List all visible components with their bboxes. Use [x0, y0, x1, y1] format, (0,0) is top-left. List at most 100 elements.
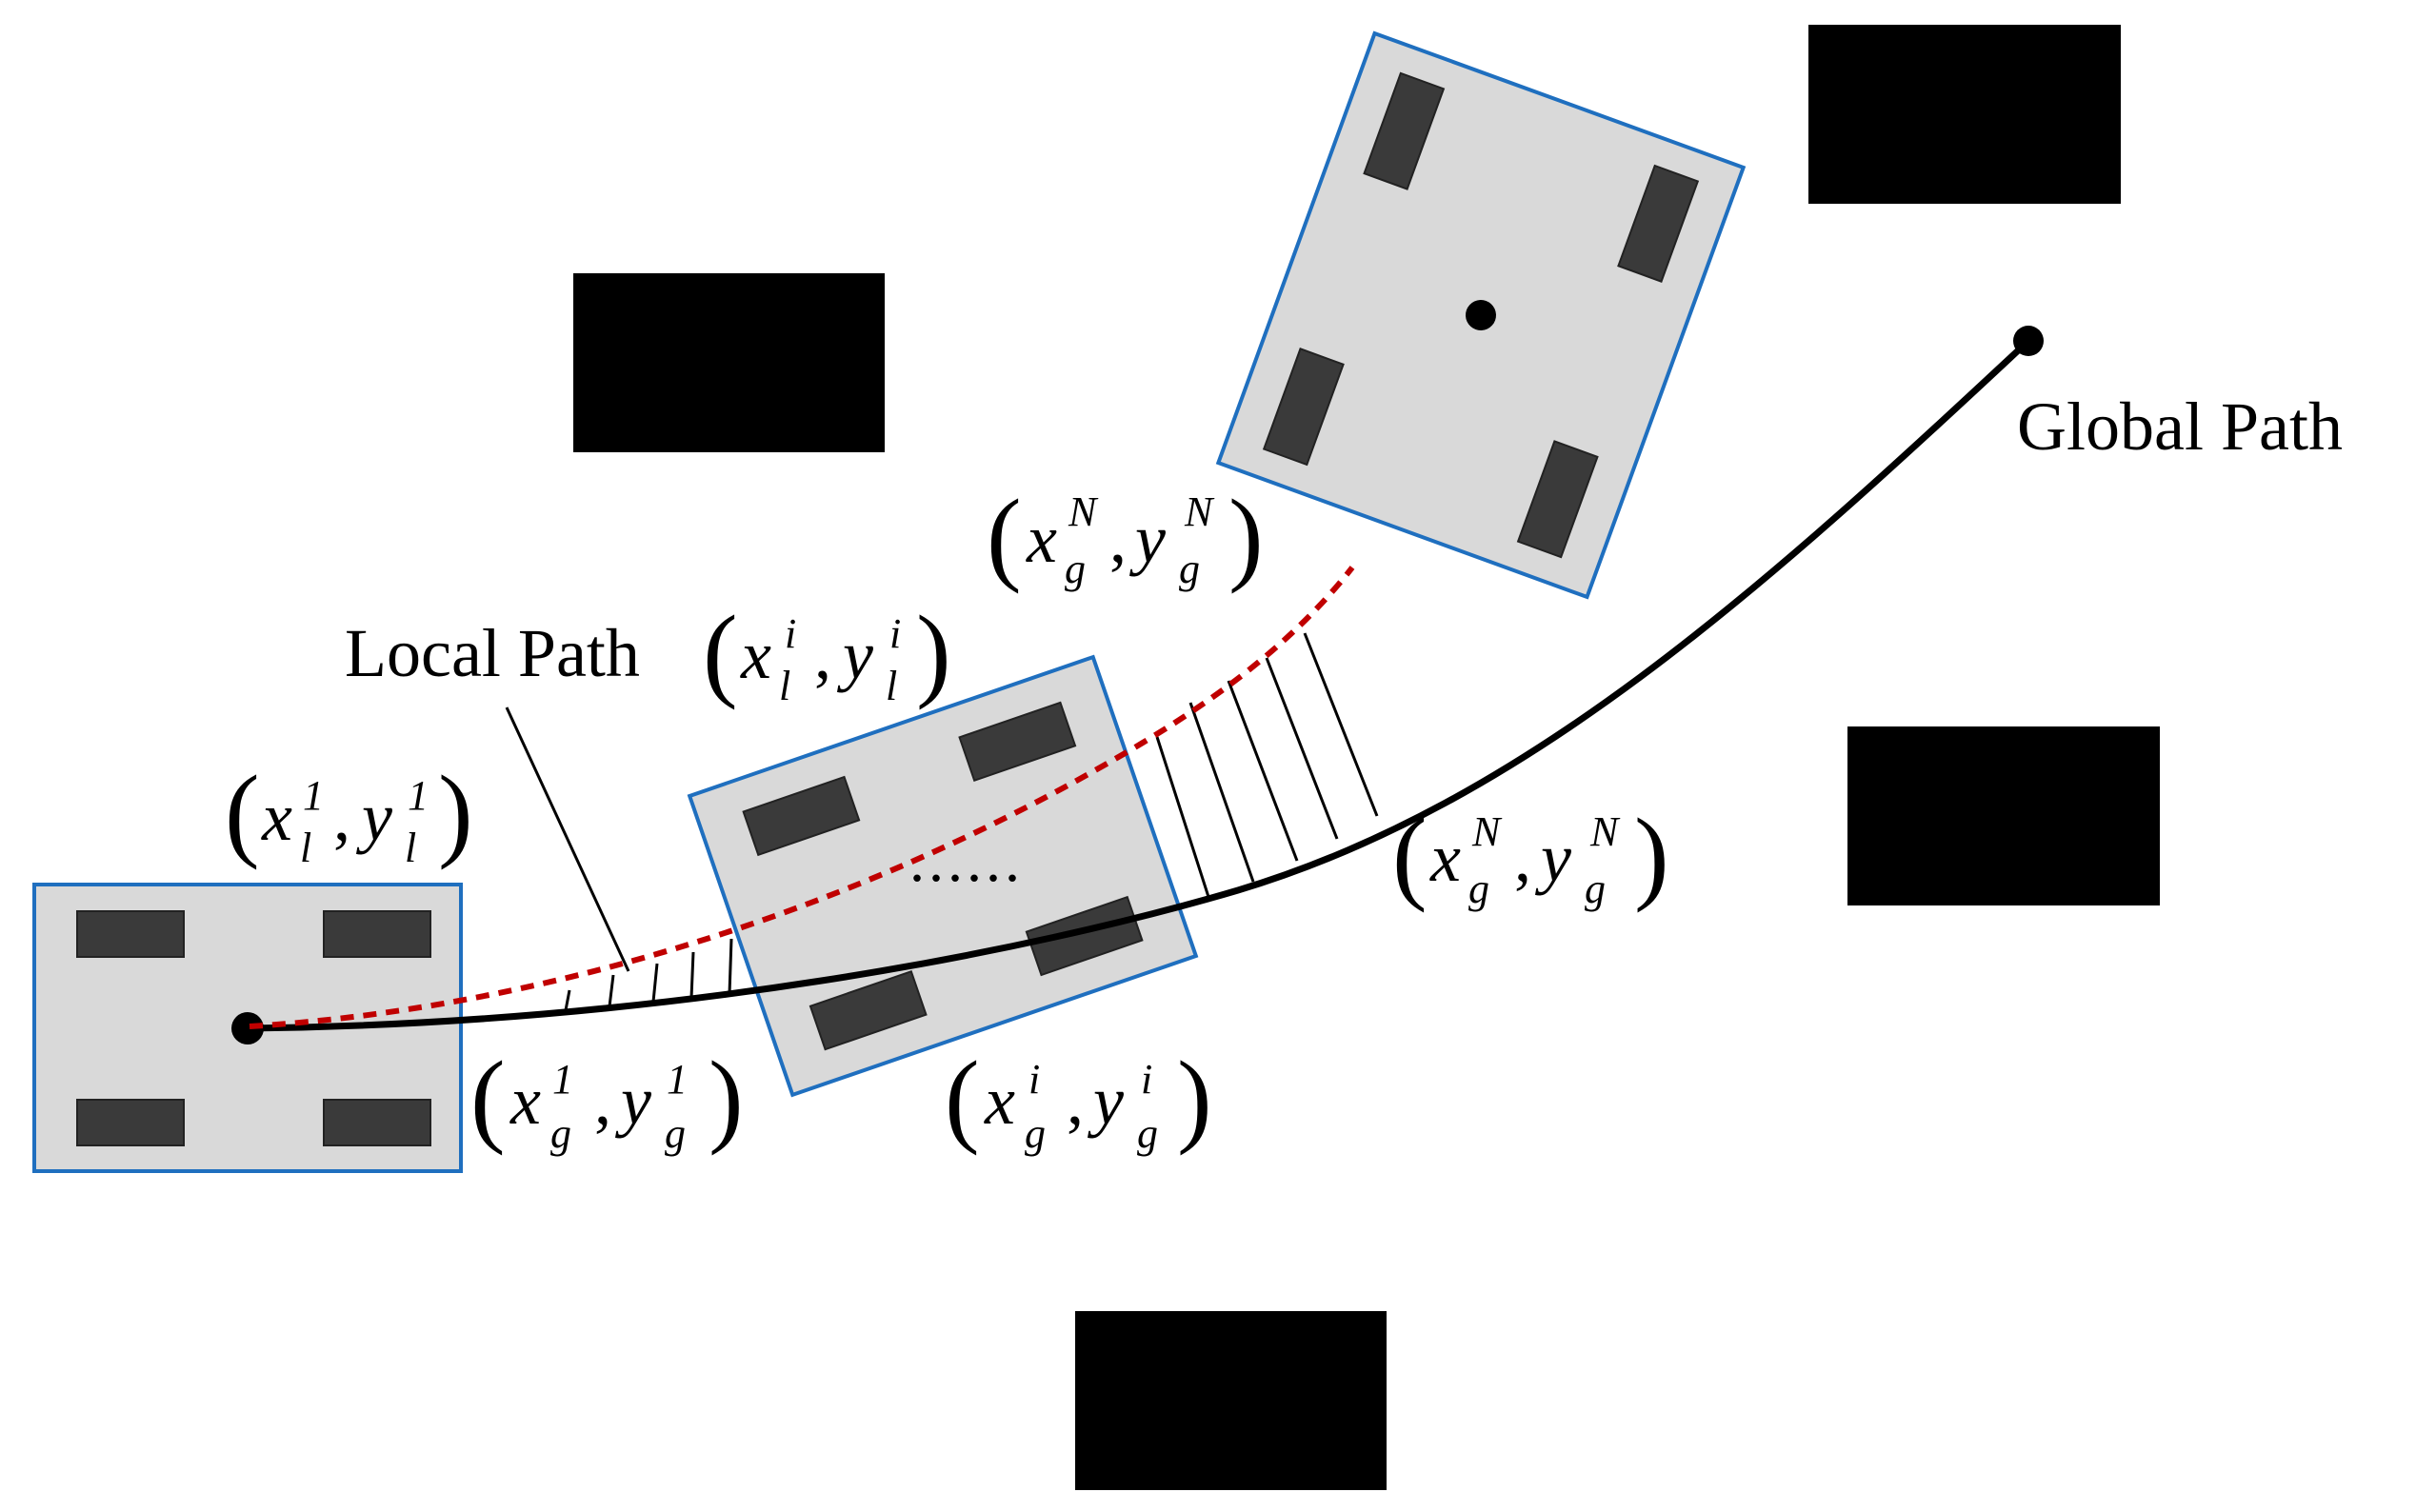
coord-y-sub: l — [405, 825, 416, 871]
obstacle-1 — [573, 273, 885, 452]
coord-y-sub: l — [886, 663, 897, 709]
wheel — [76, 910, 185, 958]
coord-x-sub: l — [779, 663, 790, 709]
comma: , — [814, 617, 831, 693]
coord-x: x — [740, 617, 771, 693]
vehicle-center-dot — [1466, 300, 1496, 330]
wheel — [1617, 164, 1700, 283]
paren-close: ) — [1228, 478, 1264, 594]
wheel — [1363, 71, 1446, 190]
paren-close: ) — [1177, 1040, 1212, 1156]
wheel — [323, 1099, 431, 1146]
vehicle-goal — [1215, 30, 1747, 600]
wheel — [1516, 440, 1599, 559]
coord-x-sup: i — [1028, 1056, 1040, 1103]
coord-y: y — [1087, 1063, 1124, 1139]
hatch-line — [564, 989, 571, 1011]
paren-open: ( — [703, 594, 738, 710]
hatch-line — [1188, 702, 1255, 883]
coord-x-sup: N — [1471, 808, 1503, 855]
coord-y: y — [614, 1063, 651, 1139]
obstacles — [573, 25, 2160, 1490]
local-path-label: Local Path — [345, 615, 640, 691]
wheel — [958, 701, 1077, 783]
vehicle-middle — [687, 654, 1199, 1098]
coord-y-sup: N — [1184, 488, 1215, 535]
global-path-curve — [247, 338, 2031, 1032]
coord-x-sub: g — [550, 1110, 571, 1157]
coord-label-global-first: ( x 1 g , y 1 g ) — [470, 1040, 744, 1157]
coord-label-local-first: ( x 1 l , y 1 l ) — [225, 754, 473, 871]
coord-y-sub: g — [1585, 865, 1606, 912]
global-path-start-dot — [231, 1012, 264, 1044]
vehicle-body — [687, 654, 1199, 1098]
paren-open: ( — [945, 1040, 980, 1156]
coord-y: y — [836, 617, 873, 693]
hatch-line — [1227, 680, 1299, 862]
coord-y-sup: 1 — [408, 772, 429, 819]
coord-x-sub: g — [1065, 546, 1086, 592]
wheel — [1262, 348, 1345, 467]
coord-y-sup: i — [889, 610, 901, 657]
wheel — [809, 969, 928, 1051]
coord-x-sup: 1 — [552, 1056, 573, 1103]
coord-y-sub: g — [1137, 1110, 1158, 1157]
coord-y-sup: N — [1589, 808, 1621, 855]
hatch-line — [728, 938, 733, 995]
hatch-line — [608, 974, 615, 1007]
hatch-line — [1265, 657, 1339, 840]
local-path-curve — [249, 566, 1355, 1029]
hatch-line — [651, 963, 659, 1003]
coord-y-sup: 1 — [667, 1056, 688, 1103]
coord-label-global-i: ( x i g , y i g ) — [945, 1040, 1212, 1157]
coord-y-sub: g — [1179, 546, 1200, 592]
coord-y: y — [1534, 820, 1571, 896]
comma: , — [333, 779, 350, 855]
obstacle-3 — [1847, 726, 2160, 905]
wheel — [76, 1099, 185, 1146]
paren-close: ) — [709, 1040, 744, 1156]
paren-close: ) — [916, 594, 951, 710]
paren-open: ( — [470, 1040, 506, 1156]
hatch-line — [1303, 632, 1379, 817]
coord-x-sub: g — [1025, 1110, 1046, 1157]
coord-x-sup: N — [1068, 488, 1099, 535]
coord-y-sub: g — [665, 1110, 686, 1157]
coord-label-local-N: ( x N g , y N g ) — [987, 478, 1264, 594]
coord-x: x — [1026, 501, 1057, 577]
comma: , — [1109, 501, 1127, 577]
coord-y: y — [355, 779, 392, 855]
coord-x-sub: g — [1468, 865, 1489, 912]
paren-open: ( — [225, 754, 260, 870]
paren-close: ) — [438, 754, 473, 870]
global-path-label: Global Path — [2017, 388, 2343, 465]
deviation-hatch — [564, 632, 1379, 1011]
obstacle-2 — [1808, 25, 2121, 204]
global-path-end-dot — [2013, 326, 2044, 356]
coord-x-sub: l — [300, 825, 311, 871]
ellipsis: ...... — [909, 826, 1024, 894]
coord-label-local-i: ( x i l , y i l ) — [703, 594, 951, 710]
coord-label-global-N: ( x N g , y N g ) — [1392, 797, 1669, 913]
coord-x-sup: i — [785, 610, 796, 657]
hatch-line — [1155, 736, 1211, 901]
comma: , — [1514, 820, 1531, 896]
coord-y-sup: i — [1141, 1056, 1152, 1103]
local-path-leader — [505, 706, 630, 972]
obstacle-4 — [1075, 1311, 1387, 1490]
paren-close: ) — [1634, 797, 1669, 913]
coord-x-sup: 1 — [303, 772, 324, 819]
coord-x: x — [984, 1063, 1015, 1139]
hatch-line — [689, 951, 695, 999]
comma: , — [1067, 1063, 1084, 1139]
comma: , — [594, 1063, 611, 1139]
coord-x: x — [1429, 820, 1461, 896]
wheel — [742, 775, 861, 857]
paren-open: ( — [1392, 797, 1428, 913]
coord-y: y — [1128, 501, 1166, 577]
paren-open: ( — [987, 478, 1022, 594]
coord-x: x — [261, 779, 292, 855]
coord-x: x — [509, 1063, 541, 1139]
wheel — [323, 910, 431, 958]
